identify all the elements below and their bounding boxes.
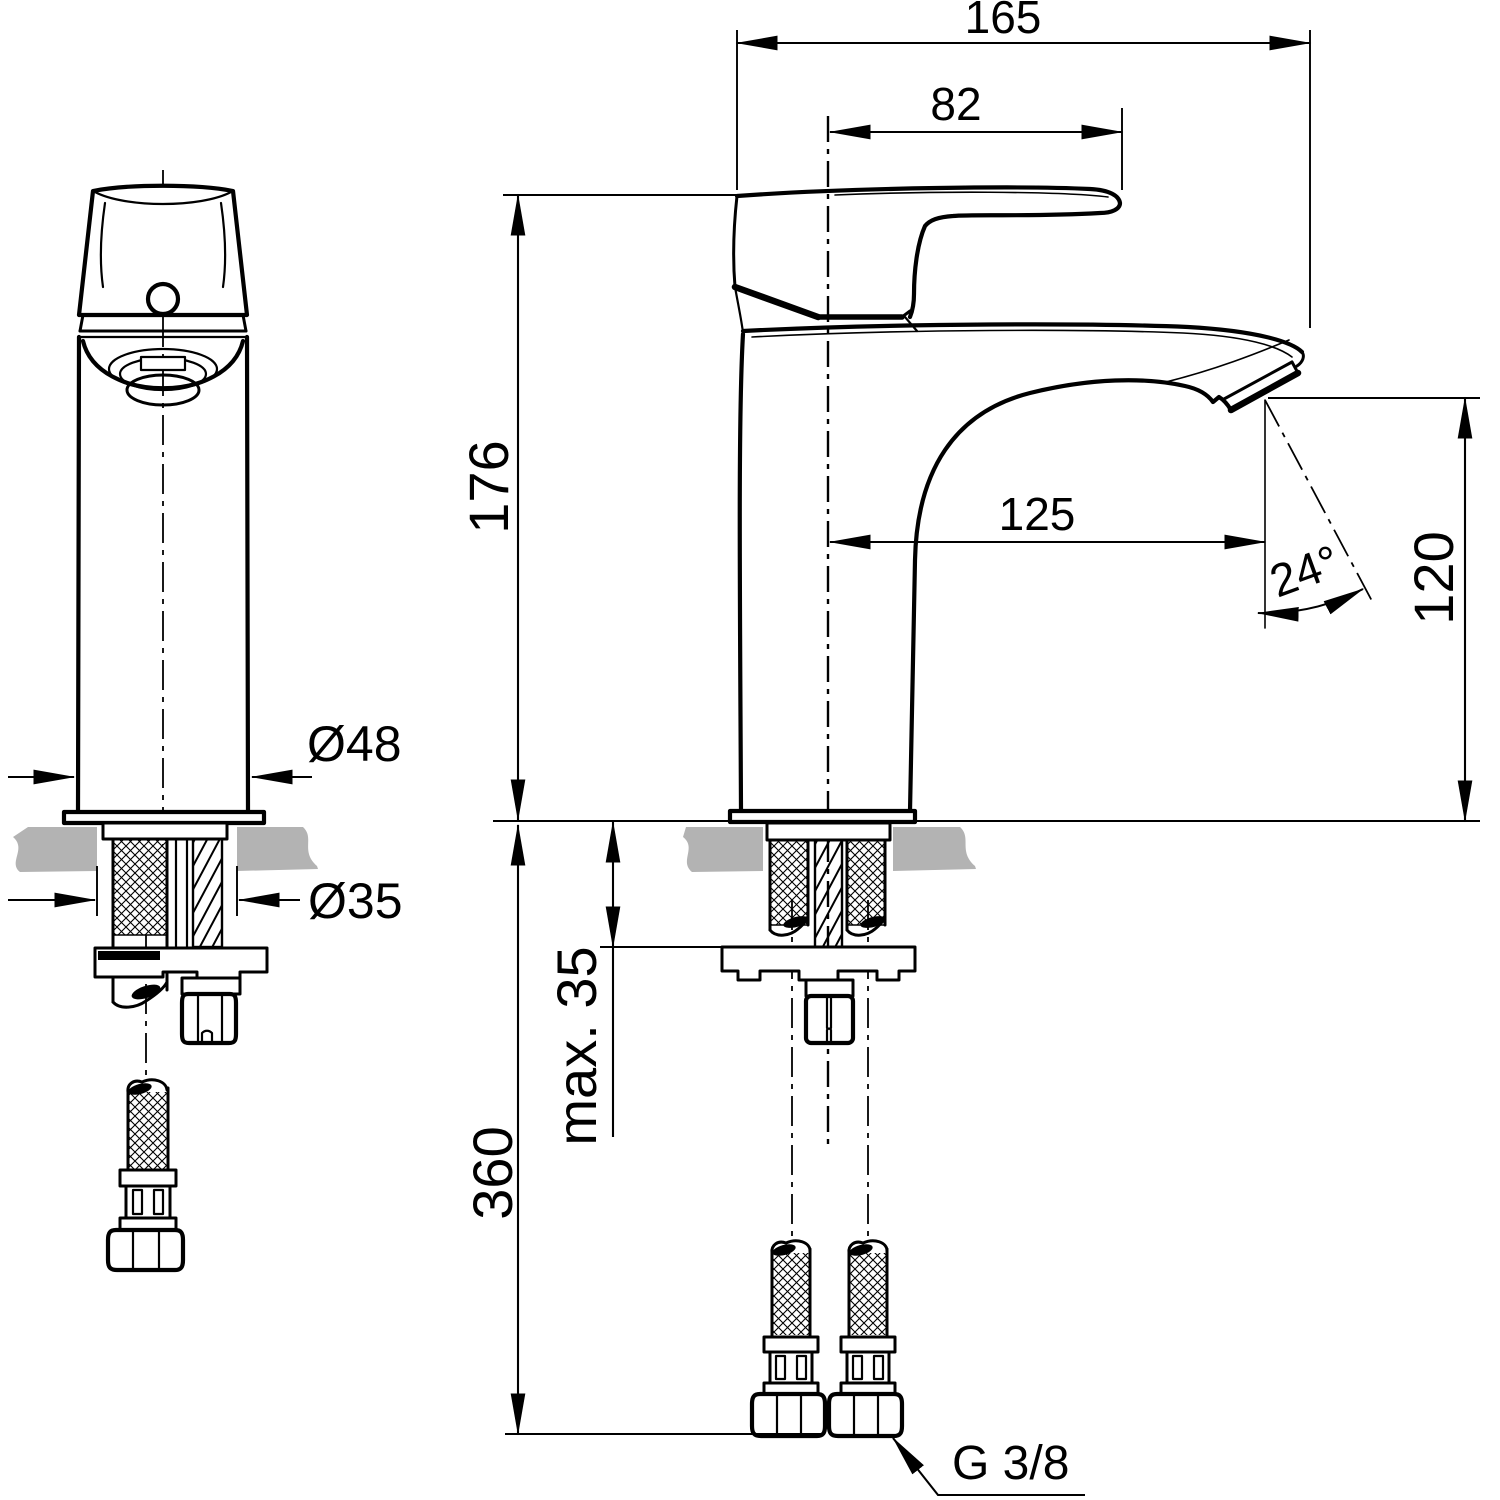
body-spout-side xyxy=(727,322,1305,825)
dim-deck-thickness-label: max. 35 xyxy=(545,946,608,1145)
dimension-spout-reach: 125 xyxy=(828,488,1267,550)
dimension-thread-callout: G 3/8 xyxy=(892,1436,1085,1497)
mounting-hardware-side xyxy=(720,821,917,1046)
dimension-outlet-height: 120 xyxy=(1268,396,1480,823)
base-plate xyxy=(61,809,267,826)
supply-hose-front xyxy=(105,1078,186,1273)
side-view xyxy=(493,116,1480,1439)
handle-indicator-dot xyxy=(145,281,181,317)
spout-outlet xyxy=(1222,350,1305,414)
base-plate-side xyxy=(727,808,918,825)
dimension-body-diameter: Ø48 xyxy=(8,716,402,785)
dim-body-diameter-label: Ø48 xyxy=(307,716,402,772)
dimension-annotations: 165 82 176 360 max. 35 125 xyxy=(8,0,1480,1497)
dimension-spout-angle: 24° xyxy=(1256,399,1373,629)
dimension-overall-depth: 165 xyxy=(735,0,1312,328)
mounting-nut xyxy=(179,991,239,1046)
countertop-cross-section xyxy=(13,827,318,872)
aerator-mesh xyxy=(125,373,201,407)
handle-front xyxy=(76,183,250,318)
dim-thread-label: G 3/8 xyxy=(952,1437,1069,1490)
supply-hoses-side xyxy=(749,1239,905,1439)
dim-hose-drop-label: 360 xyxy=(461,1126,524,1219)
dimension-hole-diameter: Ø35 xyxy=(8,873,403,929)
front-view xyxy=(13,170,318,1273)
dim-spout-reach-label: 125 xyxy=(999,488,1076,540)
dimension-handle-length: 82 xyxy=(828,78,1124,190)
threaded-rod xyxy=(191,837,224,949)
handle-side xyxy=(731,185,1123,335)
countertop-cross-section-side xyxy=(683,827,976,872)
mounting-hardware-front xyxy=(93,821,269,1046)
dim-handle-length-label: 82 xyxy=(930,78,981,130)
mounting-flange-side xyxy=(720,945,917,982)
hose-nut xyxy=(105,1227,186,1273)
dimension-deck-thickness: max. 35 xyxy=(545,820,727,1146)
hose-nut-left xyxy=(749,1391,828,1439)
threaded-rod-side xyxy=(813,838,844,949)
dim-body-height-label: 176 xyxy=(457,440,520,533)
dim-overall-depth-label: 165 xyxy=(965,0,1042,43)
hose-nut-right xyxy=(826,1391,905,1439)
dim-spout-angle-label: 24° xyxy=(1263,535,1346,608)
dim-hole-diameter-label: Ø35 xyxy=(308,873,403,929)
mounting-nut-side xyxy=(803,993,856,1046)
body-front xyxy=(61,313,267,826)
dim-outlet-height-label: 120 xyxy=(1402,531,1465,624)
dimension-hose-drop: 360 xyxy=(461,823,526,1436)
dimension-body-height: 176 xyxy=(457,193,742,822)
